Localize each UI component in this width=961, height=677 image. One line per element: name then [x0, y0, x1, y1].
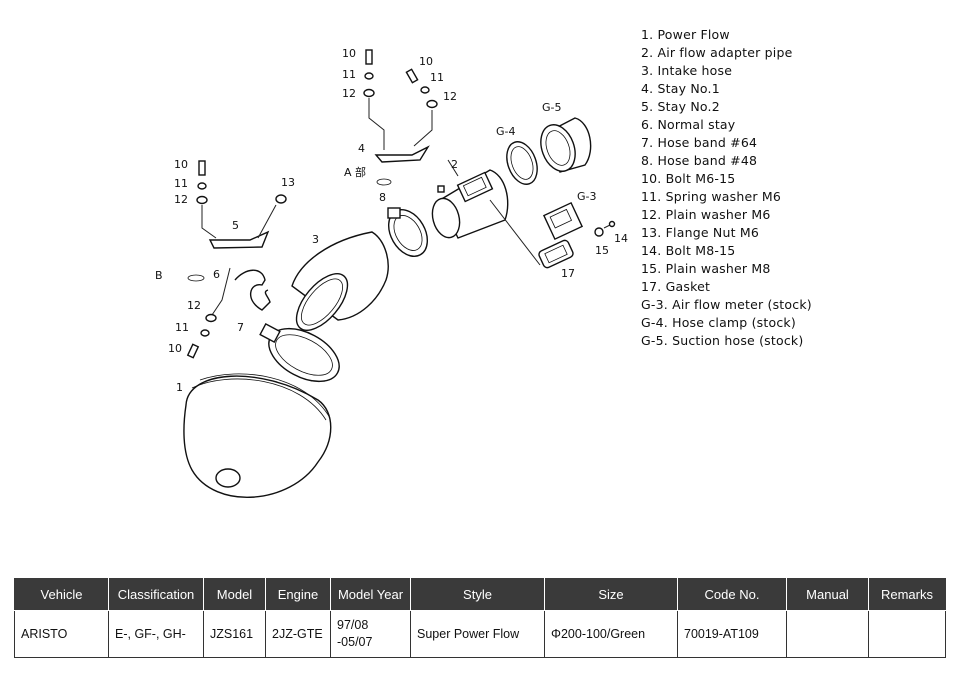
legend-item: 2. Air flow adapter pipe: [641, 45, 793, 60]
callout-12a: 12: [342, 87, 356, 100]
column-header: Engine: [265, 578, 331, 611]
suction-hose-g5: [540, 117, 592, 173]
callout-4: 4: [358, 142, 365, 155]
power-flow-filter: [183, 373, 332, 498]
column-header: Classification: [108, 578, 204, 611]
table-cell: E-, GF-, GH-: [108, 610, 204, 658]
column-header: Vehicle: [14, 578, 109, 611]
callout-11c: 11: [174, 177, 188, 190]
column-header: Size: [544, 578, 678, 611]
callout-10b: 10: [419, 55, 433, 68]
table-cell: ARISTO: [14, 610, 109, 658]
legend-item: 4. Stay No.1: [641, 81, 720, 96]
callout-10c: 10: [174, 158, 188, 171]
legend-item: 6. Normal stay: [641, 117, 736, 132]
column-header: Code No.: [677, 578, 787, 611]
legend-item: 14. Bolt M8-15: [641, 243, 736, 258]
intake-hose: [291, 231, 389, 331]
legend-item: 1. Power Flow: [641, 27, 730, 42]
callout-15: 15: [595, 244, 609, 257]
legend-item: G-3. Air flow meter (stock): [641, 297, 812, 312]
table-cell: [868, 610, 946, 658]
callout-10a: 10: [342, 47, 356, 60]
legend-item: 11. Spring washer M6: [641, 189, 782, 204]
legend-item: 3. Intake hose: [641, 63, 733, 78]
stay-no2: [187, 160, 287, 282]
legend-item: 7. Hose band #64: [641, 135, 758, 150]
callout-12d: 12: [187, 299, 201, 312]
callout-12c: 12: [174, 193, 188, 206]
callout-g4: G-4: [496, 125, 516, 138]
air-flow-adapter-pipe: [431, 169, 509, 239]
legend-item: 12. Plain washer M6: [641, 207, 771, 222]
view-a-label: A 部: [344, 165, 366, 179]
table-cell: [786, 610, 869, 658]
callout-11b: 11: [430, 71, 444, 84]
callout-14: 14: [614, 232, 628, 245]
callout-5: 5: [232, 219, 239, 232]
callout-1: 1: [176, 381, 183, 394]
legend-item: 8. Hose band #48: [641, 153, 758, 168]
legend-item: 5. Stay No.2: [641, 99, 720, 114]
callout-6: 6: [213, 268, 220, 281]
callout-8: 8: [379, 191, 386, 204]
legend-item: 15. Plain washer M8: [641, 261, 771, 276]
hose-band-48: [387, 207, 429, 257]
column-header: Model: [203, 578, 266, 611]
table-cell: Super Power Flow: [410, 610, 545, 658]
callout-g3: G-3: [577, 190, 597, 203]
stay-no1: [363, 49, 438, 186]
callout-17: 17: [561, 267, 575, 280]
callout-13: 13: [281, 176, 295, 189]
hose-band-64: [259, 322, 340, 383]
air-flow-meter-g3: [542, 201, 584, 241]
callout-12b: 12: [443, 90, 457, 103]
callout-3: 3: [312, 233, 319, 246]
legend-item: G-5. Suction hose (stock): [641, 333, 804, 348]
table-cell: 97/08-05/07: [330, 610, 411, 658]
legend-item: 10. Bolt M6-15: [641, 171, 736, 186]
column-header: Model Year: [330, 578, 411, 611]
legend-item: 13. Flange Nut M6: [641, 225, 759, 240]
callout-2: 2: [451, 158, 458, 171]
hose-clamp-g4: [506, 141, 538, 185]
callout-g5: G-5: [542, 101, 562, 114]
parts-legend: 1. Power Flow 2. Air flow adapter pipe 3. …: [641, 26, 812, 350]
table-cell: Φ200-100/Green: [544, 610, 678, 658]
legend-item: 17. Gasket: [641, 279, 711, 294]
exploded-parts-diagram: 1 2 3 4 5 6 7 8 10 11 12 10 11 12 10 11 …: [155, 47, 628, 498]
column-header: Style: [410, 578, 545, 611]
callout-10d: 10: [168, 342, 182, 355]
gasket: [538, 239, 574, 269]
normal-stay: [186, 267, 271, 359]
bolt-m8: [594, 220, 616, 237]
column-header: Remarks: [868, 578, 946, 611]
callout-7: 7: [237, 321, 244, 334]
table-cell: 2JZ-GTE: [265, 610, 331, 658]
table-cell: JZS161: [203, 610, 266, 658]
table-cell: 70019-AT109: [677, 610, 787, 658]
callout-11a: 11: [342, 68, 356, 81]
column-header: Manual: [786, 578, 869, 611]
callout-11d: 11: [175, 321, 189, 334]
view-b-label: B: [155, 269, 163, 282]
legend-item: G-4. Hose clamp (stock): [641, 315, 796, 330]
